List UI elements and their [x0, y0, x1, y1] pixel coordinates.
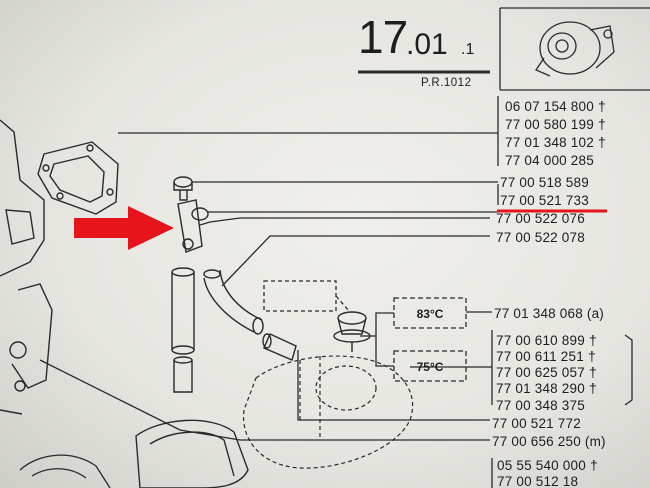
- thermostat: [333, 311, 371, 352]
- part-number: 77 00 610 899†: [496, 332, 597, 348]
- thermostat-label-83: 83°C: [416, 307, 444, 321]
- section-number: 17: [358, 11, 408, 63]
- part-number: 05 55 540 000†: [497, 457, 598, 473]
- part-number: 77 00 625 057†: [496, 364, 597, 380]
- short-hose: [262, 333, 297, 361]
- dashed-box: [263, 280, 337, 312]
- part-number: 77 01 348 068 (a): [494, 306, 604, 321]
- part-number: 77 00 522 078: [496, 230, 585, 245]
- engine-block-left: [0, 119, 53, 415]
- part-number: 77 00 656 250 (m): [492, 434, 606, 449]
- red-pointer-arrow-icon: [74, 206, 174, 250]
- part-number: 06 07 154 800†: [505, 98, 606, 114]
- part-number: 77 00 611 251†: [496, 348, 596, 364]
- reference-code: P.R.1012: [421, 77, 472, 89]
- gasket-plate: [37, 141, 119, 215]
- banjo-bolt: [173, 176, 193, 201]
- pump-housing-dashed: [242, 355, 414, 469]
- part-number: 77 00 522 076: [496, 211, 585, 226]
- section-suffix: .1: [461, 41, 475, 58]
- pump-thumbnail-icon: [535, 21, 615, 77]
- part-number-highlighted: 77 00 521 733: [500, 193, 589, 208]
- part-number: 77 00 518 589: [500, 175, 589, 190]
- vertical-hose: [171, 267, 195, 393]
- part-number: 77 04 000 285: [505, 153, 594, 168]
- curved-hose: [203, 269, 264, 335]
- part-number: 77 00 348 375: [496, 398, 585, 413]
- part-number: 77 01 348 290†: [496, 380, 597, 396]
- part-number: 77 00 521 772: [492, 416, 581, 431]
- part-number: 77 00 580 199†: [505, 116, 606, 132]
- lower-gasket: [135, 419, 249, 488]
- part-number: 77 00 512 18: [497, 474, 579, 488]
- part-number: 77 01 348 102†: [505, 134, 606, 150]
- thermostat-label-75: 75°C: [416, 360, 444, 374]
- hose-union: [177, 199, 209, 253]
- section-subnumber: .01: [406, 28, 448, 61]
